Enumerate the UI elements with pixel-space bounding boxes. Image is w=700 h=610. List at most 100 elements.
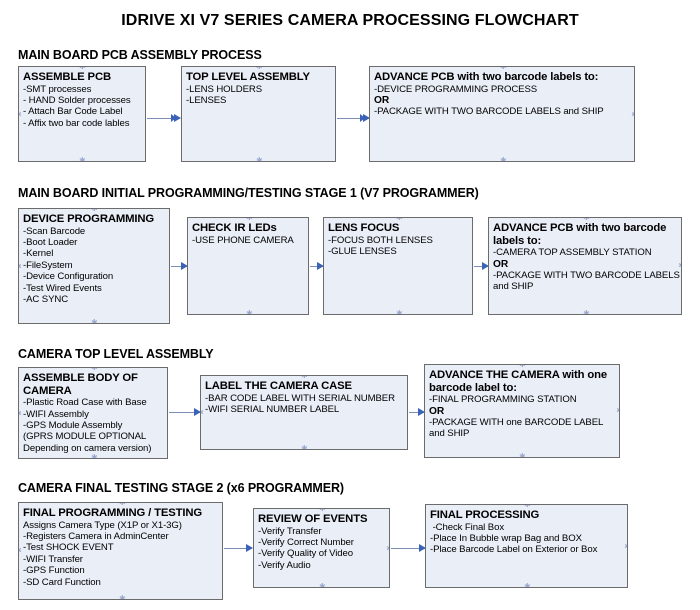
node-line: -SMT processes bbox=[23, 83, 92, 95]
connection-point: ✱ bbox=[524, 582, 531, 588]
connection-point: ✱ bbox=[319, 582, 326, 588]
node-line: -Verify Correct Number bbox=[258, 537, 354, 548]
arrow-shaft bbox=[171, 265, 187, 267]
connector-arrow bbox=[474, 262, 489, 270]
node-line: -WIFI SERIAL NUMBER LABEL bbox=[205, 404, 340, 415]
node-line: -Boot Loader bbox=[23, 237, 78, 248]
connection-point: ✱ bbox=[256, 156, 263, 162]
node-line: -Registers Camera in AdminCenter bbox=[23, 531, 169, 542]
node-advance-pcb-1[interactable]: ADVANCE PCB with two barcode labels to: … bbox=[369, 66, 635, 162]
connection-point: ✱ bbox=[631, 111, 634, 119]
connector-arrow bbox=[169, 408, 201, 416]
node-device-programming[interactable]: DEVICE PROGRAMMING -Scan Barcode -Boot L… bbox=[18, 208, 170, 324]
connection-point: ✱ bbox=[246, 217, 253, 222]
node-line: - HAND Solder processes bbox=[23, 95, 131, 106]
node-line: -FileSystem bbox=[23, 259, 73, 271]
node-review-of-events[interactable]: REVIEW OF EVENTS -Verify Transfer -Verif… bbox=[253, 508, 390, 588]
arrow-head-icon bbox=[181, 262, 188, 270]
arrow-shaft bbox=[147, 117, 180, 119]
connection-point: ✱ bbox=[119, 594, 126, 600]
node-line: -GPS Function bbox=[23, 565, 85, 577]
node-title: REVIEW OF EVENTS bbox=[258, 513, 368, 525]
node-line: -FINAL PROGRAMMING STATION bbox=[429, 394, 577, 406]
node-assemble-pcb[interactable]: ASSEMBLE PCB -SMT processes - HAND Solde… bbox=[18, 66, 146, 162]
connection-point: ✱ bbox=[319, 508, 326, 513]
section-heading: CAMERA TOP LEVEL ASSEMBLY bbox=[18, 347, 214, 361]
node-title: ASSEMBLE PCB bbox=[23, 71, 111, 83]
node-line: OR bbox=[374, 95, 390, 106]
node-line: -Plastic Road Case with Base bbox=[23, 397, 147, 409]
node-line: -Check Final Box bbox=[430, 521, 505, 533]
node-label-the-camera-case[interactable]: LABEL THE CAMERA CASE -BAR CODE LABEL WI… bbox=[200, 375, 408, 450]
node-title: LENS FOCUS bbox=[328, 222, 400, 234]
node-top-level-assembly[interactable]: TOP LEVEL ASSEMBLY -LENS HOLDERS -LENSES… bbox=[181, 66, 336, 162]
connection-point: ✱ bbox=[256, 66, 263, 71]
node-advance-pcb-2[interactable]: ADVANCE PCB with two barcode labels to: … bbox=[488, 217, 682, 315]
node-line: and SHIP bbox=[429, 428, 470, 440]
connection-point: ✱ bbox=[301, 444, 308, 450]
connection-point: ✱ bbox=[519, 452, 526, 458]
arrow-shaft bbox=[474, 265, 488, 267]
connection-point: ✱ bbox=[19, 111, 22, 119]
connection-point: ✱ bbox=[246, 309, 253, 315]
connection-point: ✱ bbox=[616, 407, 619, 415]
page-title: IDRIVE XI V7 SERIES CAMERA PROCESSING FL… bbox=[121, 12, 579, 29]
arrow-shaft bbox=[409, 411, 424, 413]
connector-arrow bbox=[337, 114, 370, 122]
connection-point: ✱ bbox=[624, 543, 627, 551]
node-line: OR bbox=[493, 258, 509, 270]
node-line: -Test SHOCK EVENT bbox=[23, 542, 114, 554]
node-line: OR bbox=[429, 405, 445, 417]
connection-point: ✱ bbox=[79, 156, 86, 162]
connection-point: ✱ bbox=[583, 217, 590, 222]
connection-point: ✱ bbox=[79, 66, 86, 71]
connection-point: ✱ bbox=[500, 66, 507, 71]
node-lens-focus[interactable]: LENS FOCUS -FOCUS BOTH LENSES -GLUE LENS… bbox=[323, 217, 473, 315]
section-heading: MAIN BOARD INITIAL PROGRAMMING/TESTING S… bbox=[18, 186, 479, 200]
node-line: -BAR CODE LABEL WITH SERIAL NUMBER bbox=[205, 392, 395, 404]
node-line: -GPS Module Assembly bbox=[23, 420, 123, 431]
arrow-shaft bbox=[391, 547, 425, 549]
node-line: -USE PHONE CAMERA bbox=[192, 234, 294, 246]
node-check-ir-leds[interactable]: CHECK IR LEDs -USE PHONE CAMERA ✱ ✱ bbox=[187, 217, 309, 315]
connection-point: ✱ bbox=[119, 502, 126, 507]
node-title: DEVICE PROGRAMMING bbox=[23, 213, 154, 225]
arrow-head-icon bbox=[360, 114, 365, 122]
arrow-head-icon bbox=[246, 544, 253, 552]
node-final-processing[interactable]: FINAL PROCESSING -Check Final Box -Place… bbox=[425, 504, 628, 588]
node-title: CHECK IR LEDs bbox=[192, 222, 277, 234]
node-assemble-body-of-camera[interactable]: ASSEMBLE BODY OF CAMERA -Plastic Road Ca… bbox=[18, 367, 168, 459]
node-line: -Place Barcode Label on Exterior or Box bbox=[430, 544, 598, 556]
node-line: -Kernel bbox=[23, 248, 54, 260]
node-line: -LENSES bbox=[186, 95, 227, 106]
node-title: TOP LEVEL ASSEMBLY bbox=[186, 71, 310, 83]
node-line: -Verify Transfer bbox=[258, 525, 322, 537]
arrow-head-icon bbox=[418, 408, 425, 416]
node-line: -PACKAGE WITH TWO BARCODE LABELS and SHI… bbox=[374, 106, 604, 118]
connection-point: ✱ bbox=[19, 547, 22, 555]
node-title: ADVANCE THE CAMERA with one barcode labe… bbox=[429, 369, 607, 394]
arrow-shaft bbox=[310, 265, 323, 267]
arrow-shaft bbox=[224, 547, 252, 549]
connector-arrow bbox=[171, 262, 188, 270]
connector-arrow bbox=[310, 262, 324, 270]
arrow-head-icon bbox=[194, 408, 201, 416]
connection-point: ✱ bbox=[301, 375, 308, 380]
node-line: -DEVICE PROGRAMMING PROCESS bbox=[374, 83, 538, 95]
node-line: Assigns Camera Type (X1P or X1-3G) bbox=[23, 519, 182, 531]
connector-arrow bbox=[147, 114, 181, 122]
arrow-head-icon bbox=[482, 262, 489, 270]
connection-point: ✱ bbox=[678, 262, 681, 270]
connector-arrow bbox=[409, 408, 425, 416]
node-line: -AC SYNC bbox=[23, 294, 69, 306]
node-line: -GLUE LENSES bbox=[328, 246, 397, 257]
connection-point: ✱ bbox=[91, 208, 98, 213]
connection-point: ✱ bbox=[396, 309, 403, 315]
connection-point: ✱ bbox=[500, 156, 507, 162]
node-advance-camera[interactable]: ADVANCE THE CAMERA with one barcode labe… bbox=[424, 364, 620, 458]
node-line: -Test Wired Events bbox=[23, 282, 102, 294]
connection-point: ✱ bbox=[91, 453, 98, 459]
node-final-programming-testing[interactable]: FINAL PROGRAMMING / TESTING Assigns Came… bbox=[18, 502, 223, 600]
arrow-head-icon bbox=[174, 114, 181, 122]
node-line: -Device Configuration bbox=[23, 271, 114, 283]
